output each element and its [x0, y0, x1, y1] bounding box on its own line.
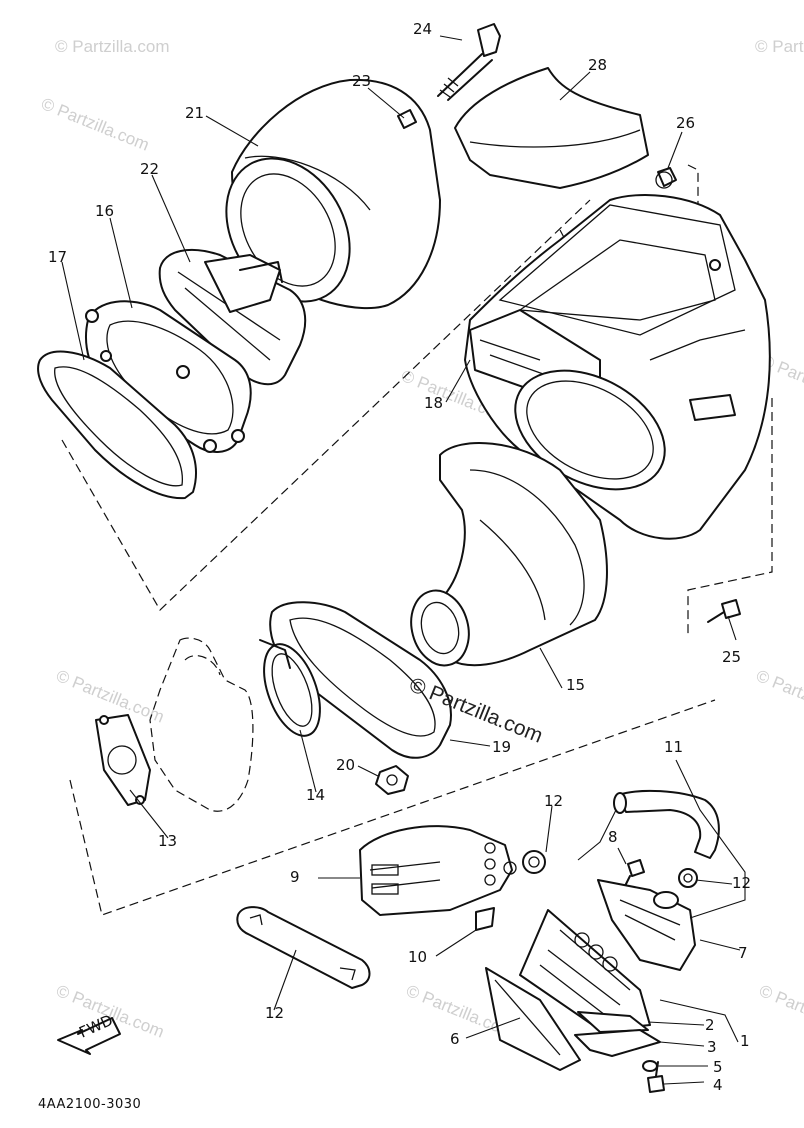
callout-5: 5	[713, 1058, 723, 1076]
callout-13: 12	[265, 1004, 284, 1022]
case-9	[359, 825, 517, 916]
nut-21	[375, 765, 409, 795]
callout-16: 15	[566, 676, 585, 694]
screw-4	[647, 1061, 665, 1093]
watermark: © Partzilla.com	[757, 981, 804, 1042]
watermark: © Partzilla.com	[55, 37, 170, 56]
callout-3: 3	[707, 1038, 717, 1056]
gasket-18	[37, 350, 197, 500]
cover-28	[454, 67, 649, 189]
callout-12b: 12	[732, 874, 751, 892]
bolt-27	[655, 167, 677, 189]
callout-4: 4	[713, 1076, 723, 1094]
bolt-25	[437, 23, 501, 101]
stopper-3	[574, 1029, 661, 1057]
callout-17: 16	[95, 202, 114, 220]
callout-7: 7	[738, 944, 748, 962]
callout-20: 19	[492, 738, 511, 756]
watermark: © Partzilla.com	[39, 94, 152, 155]
group-outline-carb	[69, 699, 716, 916]
hose-clamp-12a	[522, 850, 546, 874]
strap-13	[236, 906, 371, 989]
callout-18: 17	[48, 248, 67, 266]
callout-25: 24	[413, 20, 432, 38]
reed-valve-6	[485, 909, 651, 1071]
callout-27: 26	[676, 114, 695, 132]
group-outline-filter	[61, 199, 591, 611]
callout-11: 11	[664, 738, 683, 756]
callout-10: 10	[408, 948, 427, 966]
leader-lines	[61, 35, 746, 1085]
clamp-15	[259, 639, 321, 737]
bolt-26	[707, 599, 741, 623]
carburetor-outline	[149, 637, 254, 812]
reed-body-7	[597, 879, 696, 971]
callout-9: 9	[290, 868, 300, 886]
group-outline-bolt-26	[687, 398, 773, 634]
callout-labels: 24 28 26 23 21 22 16 17 18 25 15 19 20 1…	[48, 20, 751, 1094]
callout-26: 25	[722, 648, 741, 666]
callout-28: 28	[588, 56, 607, 74]
callout-15: 14	[306, 786, 325, 804]
callout-24: 23	[352, 72, 371, 90]
callout-19: 18	[424, 394, 443, 412]
callout-21: 20	[336, 756, 355, 774]
watermark: © Partzilla.com	[754, 666, 804, 727]
washer-5	[642, 1060, 658, 1072]
watermark: © Partzilla.com	[755, 37, 804, 56]
callout-23: 22	[140, 160, 159, 178]
callout-22: 21	[185, 104, 204, 122]
filter-guide-23	[158, 248, 307, 386]
hose-clamp-12b	[678, 868, 698, 888]
tab-10	[475, 907, 495, 931]
diagram-code: 4AA2100-3030	[38, 1097, 141, 1112]
flange-14	[95, 714, 151, 806]
callout-6: 6	[450, 1030, 460, 1048]
callout-14: 13	[158, 832, 177, 850]
air-box-19	[464, 194, 771, 540]
screw-8	[623, 859, 645, 889]
callout-1: 1	[740, 1032, 750, 1050]
callout-2: 2	[705, 1016, 715, 1034]
hose-11	[613, 789, 720, 859]
stopper-2	[577, 1011, 649, 1033]
intake-boot-16	[410, 442, 608, 667]
fwd-arrow	[57, 1017, 121, 1055]
clip-24	[397, 109, 417, 129]
callout-12a: 12	[544, 792, 563, 810]
callout-8: 8	[608, 828, 618, 846]
